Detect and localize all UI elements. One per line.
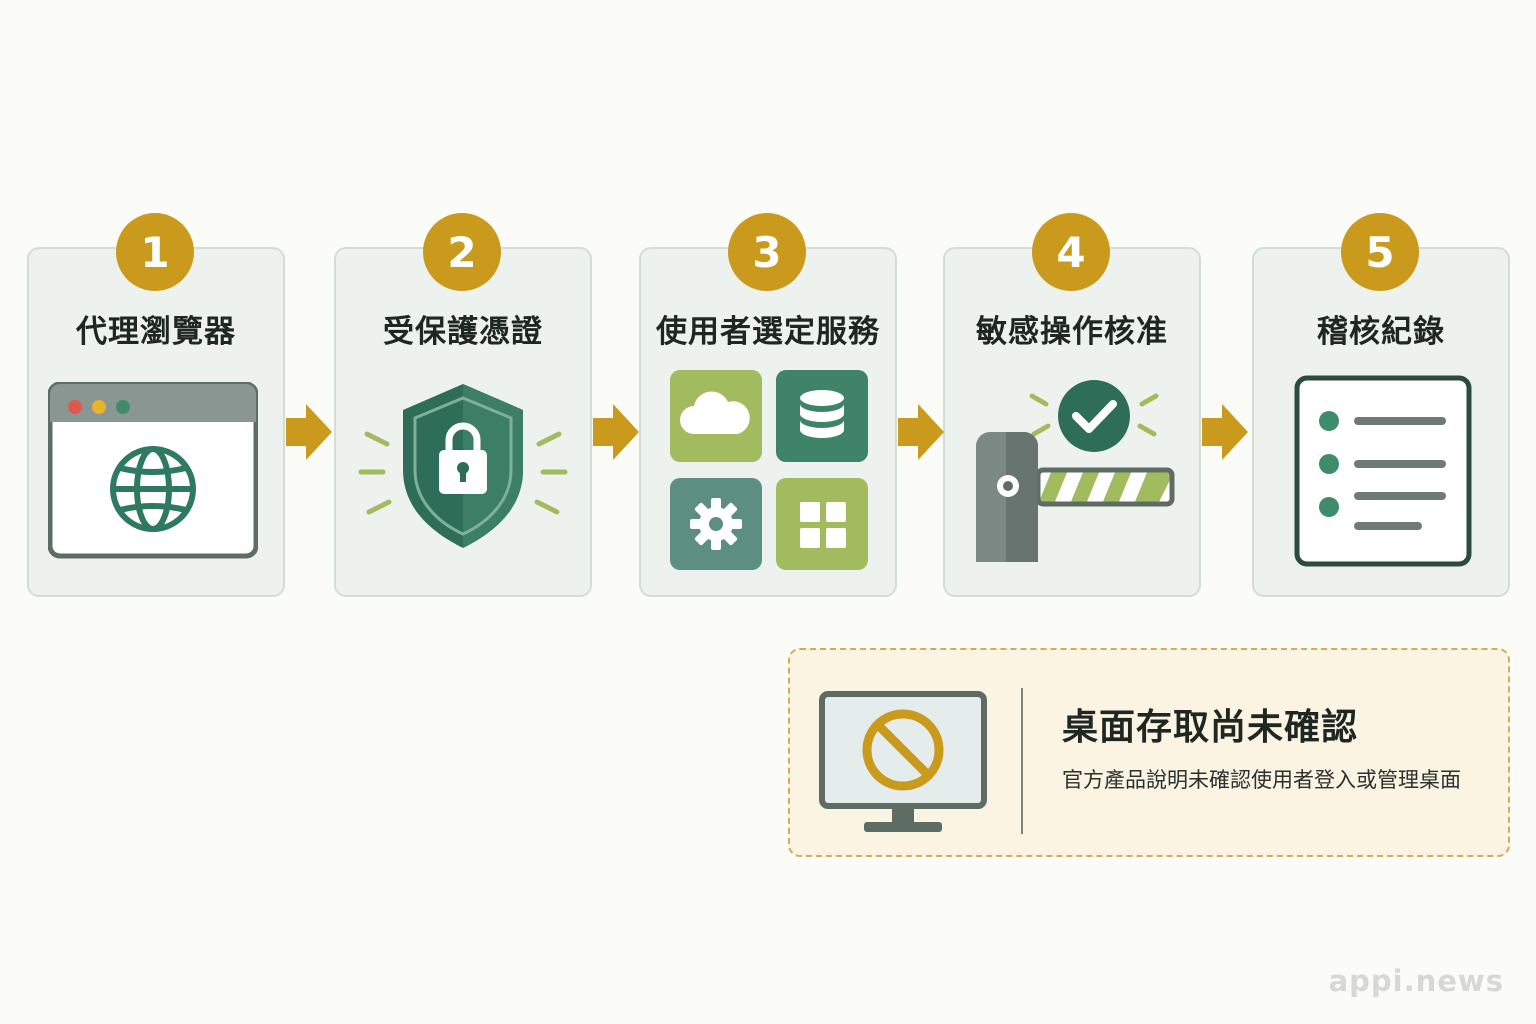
step-number-5: 5: [1341, 213, 1419, 291]
step-number-1: 1: [116, 213, 194, 291]
notice-description: 官方產品說明未確認使用者登入或管理桌面: [1062, 768, 1461, 792]
audit-list-icon: [1294, 375, 1472, 573]
arrow-right-icon: [593, 404, 639, 460]
arrow-right-icon: [286, 404, 332, 460]
arrow-right-icon: [898, 404, 944, 460]
approval-gate-icon: [972, 376, 1178, 568]
watermark: appi.news: [1328, 964, 1504, 998]
step-number-3: 3: [728, 213, 806, 291]
notice-title: 桌面存取尚未確認: [1062, 707, 1359, 748]
arrow-right-icon: [1202, 404, 1248, 460]
step-number-2: 2: [423, 213, 501, 291]
step-number-4: 4: [1032, 213, 1110, 291]
database-icon: [800, 390, 844, 438]
step-title-1: 代理瀏覽器: [76, 314, 236, 350]
shield-lock-icon: [355, 380, 571, 556]
notice-divider: [1021, 688, 1023, 834]
monitor-prohibited-icon: [818, 690, 988, 840]
services-grid-icon: [670, 370, 868, 576]
browser-globe-icon: [47, 381, 259, 564]
step-title-2: 受保護憑證: [383, 314, 543, 350]
step-title-5: 稽核紀錄: [1317, 314, 1445, 350]
step-title-3: 使用者選定服務: [656, 314, 880, 350]
notice-box: 桌面存取尚未確認 官方產品說明未確認使用者登入或管理桌面: [788, 648, 1510, 857]
step-title-4: 敏感操作核准: [976, 314, 1168, 350]
